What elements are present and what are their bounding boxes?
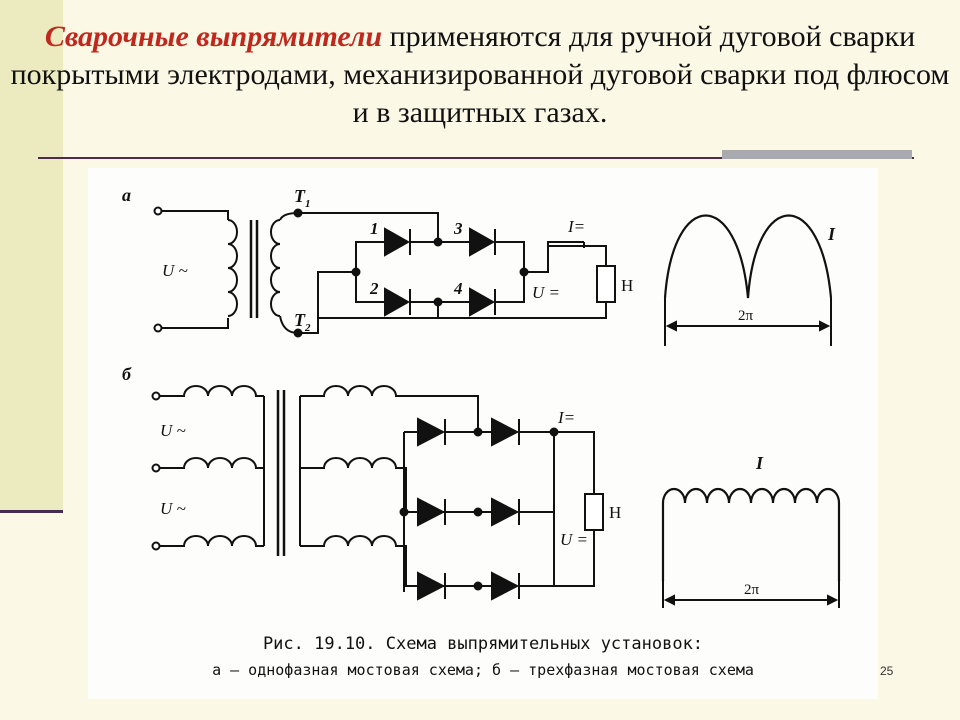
scheme-a-input-terminal-bottom <box>153 323 163 333</box>
scheme-b-current-graph: I 2π <box>661 453 841 608</box>
scheme-b-secondary-coil-2 <box>300 457 478 513</box>
left-band-underline <box>0 510 63 513</box>
figure-caption-line-1: Рис. 19.10. Схема выпрямительных установ… <box>262 634 704 654</box>
scheme-a-diode-3 <box>469 227 496 257</box>
scheme-a-primary-coil <box>227 219 238 317</box>
scheme-b-voltage-label: U = <box>560 530 588 549</box>
scheme-b-input-label-1: U ~ <box>160 421 186 440</box>
scheme-b-secondary-coil-3 <box>300 535 478 587</box>
scheme-a-current-graph: I 2π <box>663 214 836 346</box>
scheme-a-diode-1 <box>384 227 411 257</box>
scheme-a-load-label: Н <box>621 276 633 295</box>
scheme-b-load-label: Н <box>609 503 621 522</box>
scheme-b-period-label: 2π <box>744 582 760 598</box>
scheme-b: б U ~ U ~ <box>122 364 841 608</box>
scheme-b-transformer-core <box>276 390 286 556</box>
scheme-b-diode-1 <box>417 417 446 447</box>
scheme-a-diode-label-3: 3 <box>453 219 463 238</box>
figure-caption-line-2: а — однофазная мостовая схема; б — трехф… <box>212 661 754 679</box>
scheme-a-input-terminal-top <box>153 206 163 216</box>
heading-text: применяются для ручной дуговой сварки по… <box>10 20 950 129</box>
scheme-a-current-label: I= <box>567 217 585 236</box>
heading-accent: Сварочные выпрямители <box>44 20 383 53</box>
scheme-b-label: б <box>122 364 132 384</box>
scheme-a-diode-label-2: 2 <box>369 279 379 298</box>
scheme-a-t2-label: T2 <box>294 310 311 334</box>
scheme-a-diode-2 <box>384 287 411 317</box>
scheme-a-secondary-coil <box>270 219 281 317</box>
scheme-a-t1-label: T1 <box>294 186 311 210</box>
scheme-a-voltage-label: U = <box>532 283 560 302</box>
scheme-b-load <box>584 493 604 531</box>
scheme-a-graph-label: I <box>827 224 836 244</box>
scheme-b-diode-5 <box>417 571 446 601</box>
heading-divider <box>38 157 914 159</box>
scheme-a-diode-label-1: 1 <box>370 219 379 238</box>
scheme-b-diode-6 <box>491 571 520 601</box>
scheme-b-graph-label: I <box>755 453 764 473</box>
scheme-b-secondary-coil-1 <box>300 385 479 432</box>
scheme-a-transformer-core <box>249 220 259 318</box>
slide-heading: Сварочные выпрямители применяются для ру… <box>0 18 960 132</box>
scheme-b-primary-coil-2 <box>160 457 264 469</box>
scheme-b-primary-coil-1 <box>160 385 264 397</box>
rectifier-figure: а U ~ T1 T2 <box>88 168 878 699</box>
scheme-b-input-label-2: U ~ <box>160 499 186 518</box>
scheme-b-current-label: I= <box>557 408 575 427</box>
scheme-b-diode-3 <box>417 497 446 527</box>
scheme-b-waveform <box>661 487 841 581</box>
page-number: 25 <box>880 664 894 678</box>
scheme-a-period-label: 2π <box>738 308 754 324</box>
scheme-a-diode-4 <box>469 287 496 317</box>
divider-accent-bar <box>722 150 912 159</box>
scheme-a-input-label: U ~ <box>162 261 188 280</box>
scheme-a-label: а <box>122 185 131 205</box>
scheme-b-primary-coil-3 <box>160 535 264 547</box>
scheme-b-diode-2 <box>491 417 520 447</box>
scheme-a-load <box>596 265 616 303</box>
scheme-a-diode-label-4: 4 <box>453 279 463 298</box>
scheme-a: а U ~ T1 T2 <box>122 185 836 346</box>
scheme-b-diode-4 <box>491 497 520 527</box>
left-accent-band <box>0 0 63 512</box>
scheme-a-waveform <box>663 214 833 299</box>
